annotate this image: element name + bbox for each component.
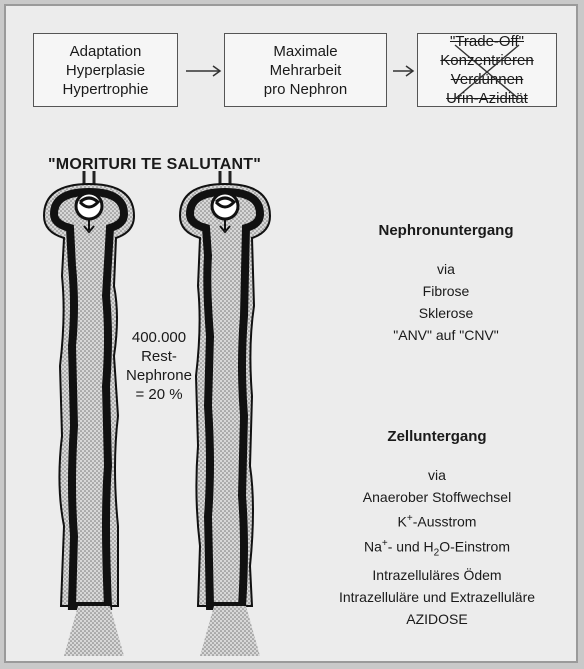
cell-death-line: AZIDOSE: [306, 608, 568, 630]
rest-text: 400.000: [124, 328, 194, 347]
flow-box-adaptation: Adaptation Hyperplasie Hypertrophie: [33, 33, 178, 107]
nephron-loss-item: Sklerose: [346, 302, 546, 324]
nephron-loss-item: Fibrose: [346, 280, 546, 302]
flow-arrow-1: [184, 64, 224, 78]
cell-death-section: Zelluntergang via Anaerober Stoffwechsel…: [306, 426, 568, 630]
flow-text: Mehrarbeit: [270, 61, 342, 80]
cell-death-line: K+-Ausstrom: [306, 508, 568, 533]
nephron-loss-section: Nephronuntergang via Fibrose Sklerose "A…: [346, 220, 546, 346]
nephron-illustration-2: [172, 166, 282, 656]
rest-text: Rest-: [124, 347, 194, 366]
rest-text: = 20 %: [124, 385, 194, 404]
flow-box-mehrarbeit: Maximale Mehrarbeit pro Nephron: [224, 33, 387, 107]
figure-frame: Adaptation Hyperplasie Hypertrophie Maxi…: [4, 4, 578, 663]
cell-death-line: Intrazelluläre und Extrazelluläre: [306, 586, 568, 608]
flow-arrow-2: [391, 64, 417, 78]
nephron-illustration-1: [36, 166, 146, 656]
cell-death-line: Intrazelluläres Ödem: [306, 564, 568, 586]
nephron-loss-item: "ANV" auf "CNV": [346, 324, 546, 346]
rest-nephrone-label: 400.000 Rest- Nephrone = 20 %: [124, 326, 194, 406]
cell-death-title: Zelluntergang: [306, 426, 568, 448]
rest-text: Nephrone: [124, 366, 194, 385]
flow-text: Maximale: [273, 42, 337, 61]
flow-text: Hyperplasie: [66, 61, 145, 80]
cell-death-line: Anaerober Stoffwechsel: [306, 486, 568, 508]
cell-death-via: via: [306, 464, 568, 486]
flow-text: Adaptation: [70, 42, 142, 61]
cross-out-lines: [417, 33, 557, 107]
nephron-loss-via: via: [346, 258, 546, 280]
flow-text: pro Nephron: [264, 80, 347, 99]
cell-death-line: Na+- und H2O-Einstrom: [306, 533, 568, 564]
flow-text: Hypertrophie: [63, 80, 149, 99]
nephron-loss-title: Nephronuntergang: [346, 220, 546, 242]
